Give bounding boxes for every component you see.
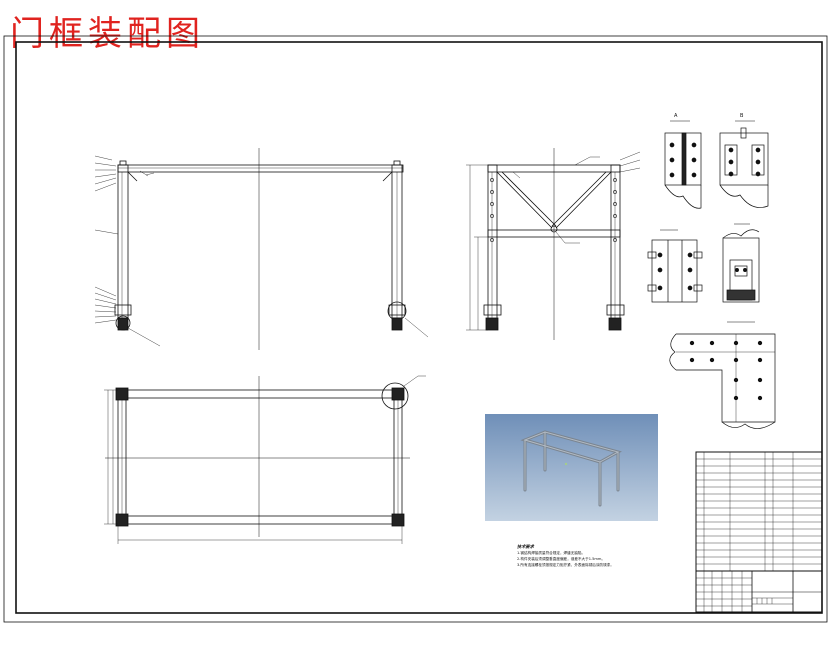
technical-notes: 技术要求 1.钢结构焊接质量符合规定，焊缝无缺陷。 2.构件安装后须调整垂直度偏… xyxy=(517,544,667,568)
side-view xyxy=(466,148,641,340)
svg-text:B: B xyxy=(740,113,744,119)
technical-note-line: 2.构件安装后须调整垂直度偏差，误差不大于1.5mm。 xyxy=(517,557,606,561)
technical-note-line: 1.钢结构焊接质量符合规定，焊缝无缺陷。 xyxy=(517,551,586,555)
front-view xyxy=(94,148,429,350)
detail-a: A xyxy=(664,113,702,209)
title-block-table xyxy=(695,451,823,613)
technical-notes-heading: 技术要求 xyxy=(517,544,534,549)
page-title: 门框装配图 xyxy=(10,14,205,54)
detail-b: B xyxy=(719,113,769,225)
detail-c xyxy=(647,229,703,303)
3d-render xyxy=(485,414,658,521)
sheet-border xyxy=(3,35,828,623)
detail-d xyxy=(722,229,760,323)
detail-e xyxy=(669,333,776,429)
svg-text:A: A xyxy=(674,113,678,119)
technical-note-line: 3.所有连接螺栓须按规定力矩拧紧，外表面除锈后涂防锈漆。 xyxy=(517,563,614,567)
plan-view xyxy=(104,375,426,544)
